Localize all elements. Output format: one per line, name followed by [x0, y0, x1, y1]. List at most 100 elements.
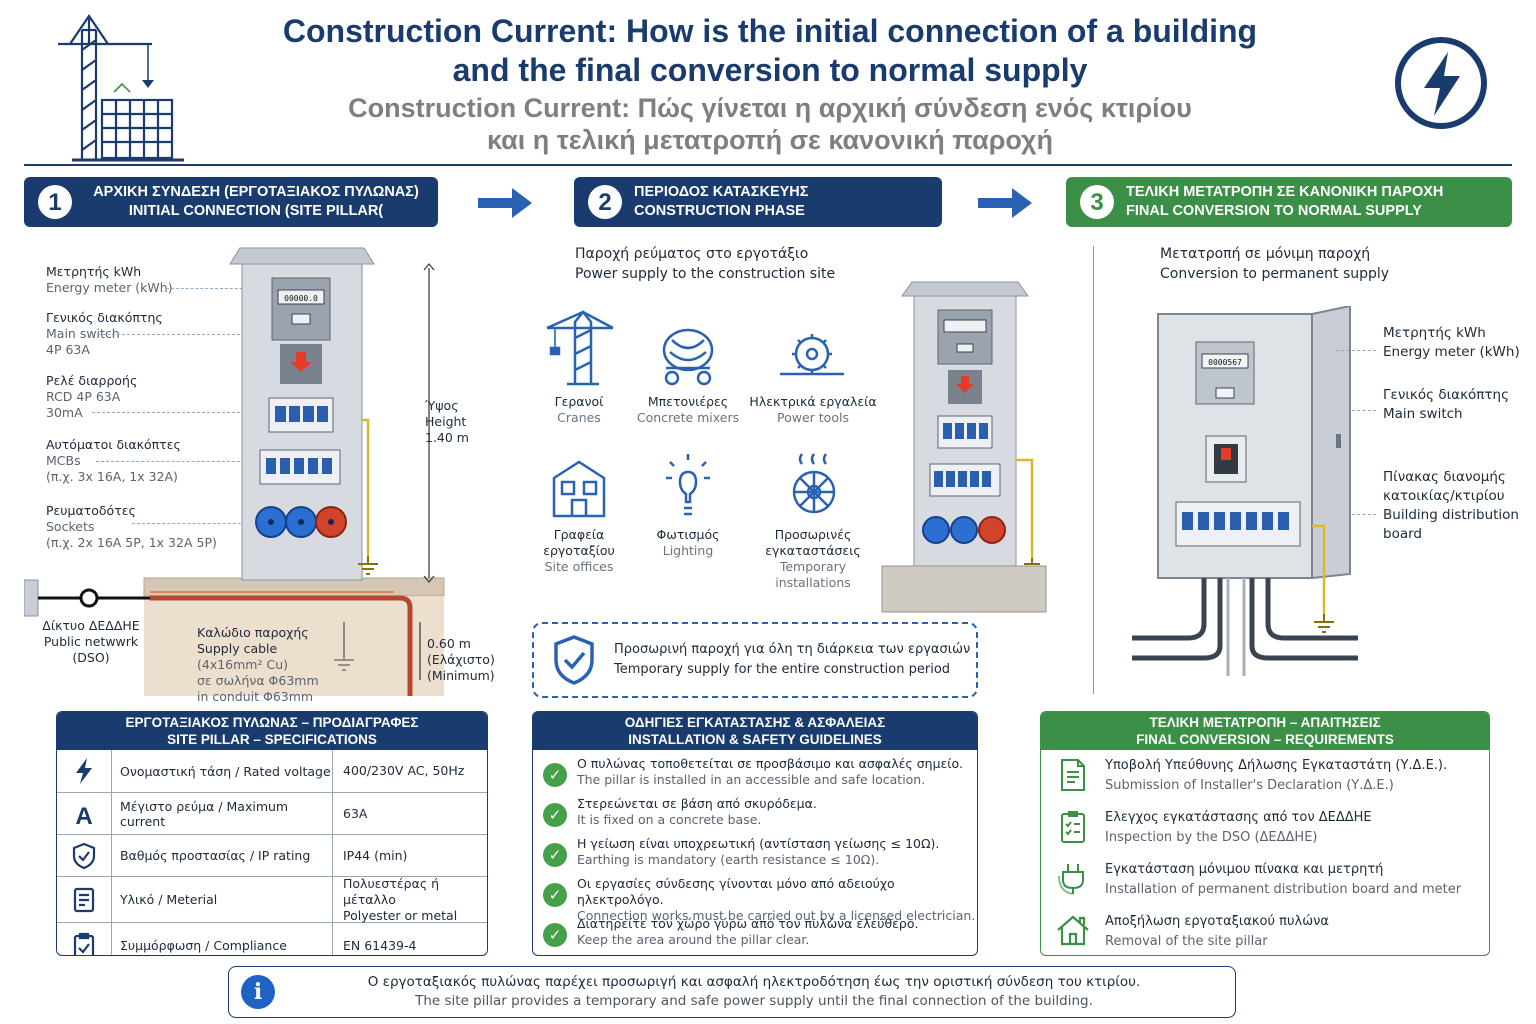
label-rcd: Ρελέ διαρροής RCD 4P 63A 30mA [46, 373, 137, 421]
cable-conduit-en: in conduit Φ63mm [197, 689, 314, 704]
label-en: MCBs [46, 453, 81, 468]
list-item: Ελεγχος εγκατάστασης από τον ΔΕΔΔΗΕ Inspe… [1041, 808, 1489, 860]
phase3-intro: Μετατροπή σε μόνιμη παροχή Conversion to… [1160, 244, 1389, 284]
compliance-icon [57, 923, 111, 955]
ampere-icon: A [57, 793, 111, 834]
footer-text-gr: Ο εργοταξιακός πυλώνας παρέχει προσωριγή… [367, 974, 1141, 990]
page-title-line-2: and the final conversion to normal suppl… [452, 52, 1088, 88]
spec-key: Μέγιστο ρεύμα / Maximum current [111, 793, 332, 834]
crane-building-logo [52, 10, 192, 162]
check-icon: ✓ [543, 803, 567, 827]
spec-key: Βαθμός προστασίας / IP rating [111, 835, 332, 876]
step-title-en: CONSTRUCTION PHASE [634, 203, 805, 219]
spec-key: Συμμόρφωση / Compliance [111, 923, 332, 955]
guide-text-gr: Στερεώνεται σε βάση από σκυρόδεμα. [577, 796, 817, 811]
label-line-1: Μετρητής kWh [1383, 325, 1486, 341]
label-line-2: Energy meter (kWh) [1383, 344, 1520, 360]
item-label-gr: Μπετονιέρες [647, 394, 729, 409]
label-gr: Ρελέ διαρροής [46, 373, 138, 388]
list-item: ✓ Στερεώνεται σε βάση από σκυρόδεμα.It i… [533, 796, 977, 836]
leader-line [96, 461, 260, 462]
public-network-label: Δίκτυο ΔΕΔΔΗΕ Public netwwrk (DSO) [38, 618, 144, 666]
meter-display: 00000.0 [284, 294, 318, 303]
req-text-gr: Υποβολή Υπεύθυνης Δήλωσης Εγκαταστάτη (Υ… [1105, 758, 1448, 773]
label-mcbs: Αυτόματοι διακόπτες MCBs (π.χ. 3x 16A, 1… [46, 437, 181, 485]
label-en: RCD 4P 63A [46, 389, 121, 404]
phase2-intro: Παροχή ρεύματος στο εργοτάξιο Power supp… [575, 244, 835, 284]
req-text-gr: Ελεγχος εγκατάστασης από τον ΔΕΔΔΗΕ [1105, 810, 1372, 825]
height-dimension-label: Ύψος Height 1.40 m [425, 398, 469, 446]
label-gr: Μετρητής kWh [46, 264, 142, 279]
page-title: Construction Current: How is the initial… [230, 12, 1310, 90]
phase2-intro-en: Power supply to the construction site [575, 266, 836, 282]
height-label-gr: Ύψος [425, 398, 459, 413]
item-label-en: Lighting [662, 543, 714, 558]
label-energy-meter: Μετρητής kWh Energy meter (kWh) [46, 264, 173, 296]
label-gr: Αυτόματοι διακόπτες [46, 437, 181, 452]
spec-value: 63A [332, 793, 487, 834]
specs-card-header: ΕΡΓΟΤΑΞΙΑΚΟΣ ΠΥΛΩΝΑΣ – ΠΡΟΔΙΑΓΡΑΦΕΣ SITE… [57, 712, 487, 750]
table-row: Ονομαστική τάση / Rated voltage 400/230V… [57, 750, 487, 792]
label-extra: 30mA [46, 405, 83, 420]
temporary-installation-icon [788, 450, 840, 524]
checklist-icon [1041, 808, 1105, 844]
spec-value-line-2: Polyester or metal [343, 907, 458, 923]
phase3-intro-en: Conversion to permanent supply [1160, 266, 1390, 282]
table-row: Συμμόρφωση / Compliance EN 61439-4 [57, 922, 487, 955]
step-title-en: INITIAL CONNECTION (SITE PILLAR( [128, 203, 384, 219]
label-en: Main switch [46, 326, 120, 341]
temporary-supply-note: Προσωρινή παροχή για όλη τη διάρκεια των… [532, 622, 978, 698]
label-sockets: Ρευματοδότες Sockets (π.χ. 2x 16A 5P, 1x… [46, 503, 217, 551]
table-row: A Μέγιστο ρεύμα / Maximum current 63A [57, 792, 487, 834]
guidelines-card: ΟΔΗΓΙΕΣ ΕΓΚΑΤΑΣΤΑΣΗΣ & ΑΣΦΑΛΕΙΑΣ INSTALL… [532, 711, 978, 956]
height-label-en: Height [425, 414, 467, 429]
guide-text-en: Connection works must be carried out by … [577, 908, 976, 923]
item-temporary-installations: Προσωρινές εγκαταστάσεις Temporary insta… [748, 527, 878, 591]
info-icon: i [241, 975, 275, 1009]
height-value: 1.40 m [425, 430, 469, 445]
spec-value: 400/230V AC, 50Hz [332, 750, 487, 792]
item-label-gr: Φωτισμός [656, 527, 720, 542]
guidelines-title-gr: ΟΔΗΓΙΕΣ ΕΓΚΑΤΑΣΤΑΣΗΣ & ΑΣΦΑΛΕΙΑΣ [624, 715, 886, 730]
item-cranes: Γερανοί Cranes [528, 394, 630, 426]
label-line-1: Πίνακας διανομής [1383, 469, 1506, 485]
lightning-icon [57, 750, 111, 792]
leader-line [166, 288, 272, 289]
arrow-right-icon [976, 186, 1034, 224]
network-label-gr: Δίκτυο ΔΕΔΔΗΕ [42, 618, 140, 633]
req-text-en: Inspection by the DSO (ΔΕΔΔΗΕ) [1105, 830, 1318, 845]
network-label-abbr: (DSO) [72, 650, 110, 665]
permanent-meter-display: 0000567 [1208, 358, 1242, 367]
step-number: 3 [1080, 185, 1114, 219]
step-1-banner: 1 ΑΡΧΙΚΗ ΣΥΝΔΕΣΗ (ΕΡΓΟΤΑΞΙΑΚΟΣ ΠΥΛΩΝΑΣ) … [24, 177, 438, 227]
item-label-gr: Προσωρινές εγκαταστάσεις [765, 527, 861, 558]
check-icon: ✓ [543, 763, 567, 787]
network-label-en: Public netwwrk [43, 634, 139, 649]
label-line-2: κατοικίας/κτιρίου [1383, 488, 1505, 504]
requirements-title-gr: ΤΕΛΙΚΗ ΜΕΤΑΤΡΟΠΗ – ΑΠΑΙΤΗΣΕΙΣ [1149, 715, 1381, 730]
depth-value: 0.60 m [427, 636, 471, 651]
table-row: Βαθμός προστασίας / IP rating IP44 (min) [57, 834, 487, 876]
specs-title-en: SITE PILLAR – SPECIFICATIONS [167, 732, 377, 747]
section-divider [1093, 246, 1094, 694]
step-3-banner: 3 ΤΕΛΙΚΗ ΜΕΤΑΤΡΟΠΗ ΣΕ ΚΑΝΟΝΙΚΗ ΠΑΡΟΧΗ FI… [1066, 177, 1512, 227]
leader-line [92, 412, 270, 413]
label-main-switch: Γενικός διακόπτης Main switch 4P 63A [46, 310, 163, 358]
item-label-en: Site offices [544, 559, 614, 574]
leader-line [1336, 350, 1376, 351]
note-gr: Προσωρινή παροχή για όλη τη διάρκεια των… [614, 642, 971, 657]
spec-value-line-1: 400/230V AC, 50Hz [343, 763, 465, 778]
plug-icon [1041, 860, 1105, 896]
specs-title-gr: ΕΡΓΟΤΑΞΙΑΚΟΣ ΠΥΛΩΝΑΣ – ΠΡΟΔΙΑΓΡΑΦΕΣ [125, 715, 419, 730]
item-label-en: Power tools [777, 410, 849, 425]
step-title-gr: ΠΕΡΙΟΔΟΣ ΚΑΤΑΣΚΕΥΗΣ [634, 184, 809, 200]
specs-card: ΕΡΓΟΤΑΞΙΑΚΟΣ ΠΥΛΩΝΑΣ – ΠΡΟΔΙΑΓΡΑΦΕΣ SITE… [56, 711, 488, 956]
item-lighting: Φωτισμός Lighting [636, 527, 740, 559]
list-item: ✓ Η γείωση είναι υποχρεωτική (αντίσταση … [533, 836, 977, 876]
spec-value-line-1: Πολυεστέρας ή μέταλλο [343, 875, 440, 907]
guide-text-gr: Η γείωση είναι υποχρεωτική (αντίσταση γε… [577, 836, 940, 851]
label-en: Sockets [46, 519, 95, 534]
step-title-gr: ΤΕΛΙΚΗ ΜΕΤΑΤΡΟΠΗ ΣΕ ΚΑΝΟΝΙΚΗ ΠΑΡΟΧΗ [1126, 184, 1444, 200]
item-site-offices: Γραφεία εργοταξίου Site offices [530, 527, 628, 575]
